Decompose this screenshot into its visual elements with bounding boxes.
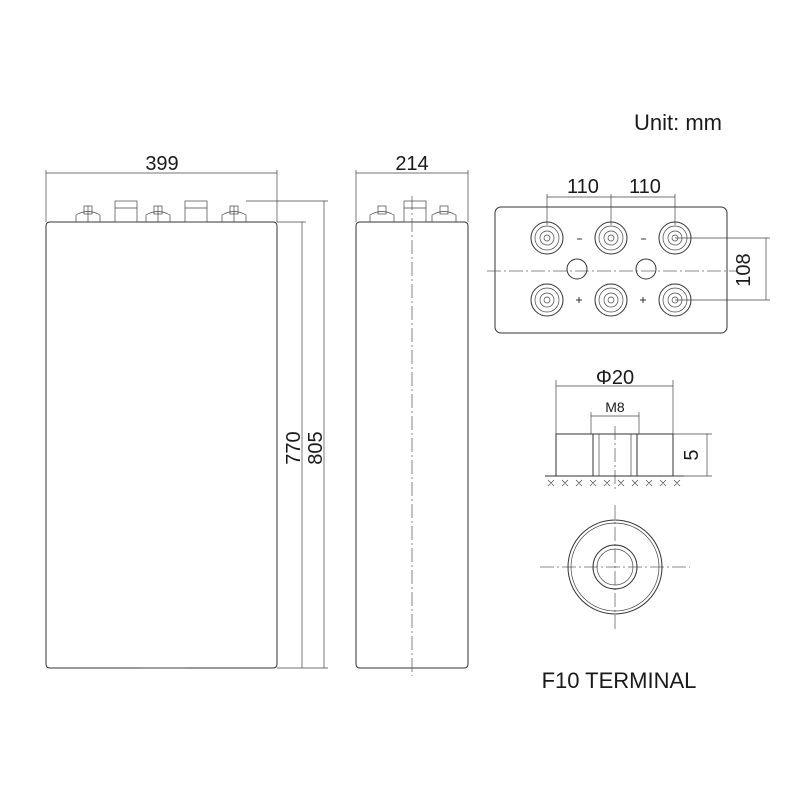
unit-label: Unit: mm: [634, 110, 722, 135]
row-spacing-label: 108: [733, 253, 755, 286]
terminal-section-right: [636, 433, 674, 477]
front-vent-1: [114, 200, 138, 223]
top-terminal-3: [658, 221, 692, 255]
terminal-plan-view: [540, 505, 690, 632]
front-vent-2: [184, 200, 208, 223]
top-terminal-5: [594, 283, 628, 317]
top-vent-2: [635, 258, 657, 280]
front-terminal-2: [145, 205, 171, 222]
top-terminal-2: [594, 221, 628, 255]
terminal-title: F10 TERMINAL: [542, 668, 697, 693]
ground-crosses: [547, 479, 681, 487]
front-width-label: 399: [145, 153, 178, 175]
top-terminal-6: [658, 283, 692, 317]
side-vent: [403, 200, 427, 223]
top-terminal-1: [530, 221, 564, 255]
side-body: [355, 221, 469, 669]
top-vent-1: [566, 258, 588, 280]
diameter-label: Φ20: [596, 367, 634, 389]
plan-thread-circle: [596, 548, 634, 586]
thread-label: M8: [605, 399, 625, 415]
plan-outer-ring: [570, 522, 660, 612]
polarity-marks: [576, 238, 646, 303]
terminal-section: Φ20 M8 5: [545, 367, 712, 490]
side-width-label: 214: [395, 153, 428, 175]
height-770-label: 770: [283, 431, 305, 464]
plan-outer-circle: [567, 519, 663, 615]
side-terminal-2: [431, 205, 457, 222]
terminal-section-left: [555, 433, 594, 477]
pitch-label-2: 110: [629, 176, 661, 198]
front-view: 399: [45, 153, 328, 669]
front-body: [45, 221, 278, 669]
front-terminal-1: [75, 205, 101, 222]
pitch-label-1: 110: [567, 176, 599, 198]
side-view: 214: [355, 153, 469, 676]
top-terminal-4: [530, 283, 564, 317]
side-terminal-1: [369, 205, 395, 222]
height5-label: 5: [681, 449, 703, 460]
top-view: 110 110 108: [487, 176, 770, 334]
height-805-label: 805: [305, 431, 327, 464]
front-terminal-3: [221, 205, 247, 222]
plan-bore-circle: [592, 544, 638, 590]
